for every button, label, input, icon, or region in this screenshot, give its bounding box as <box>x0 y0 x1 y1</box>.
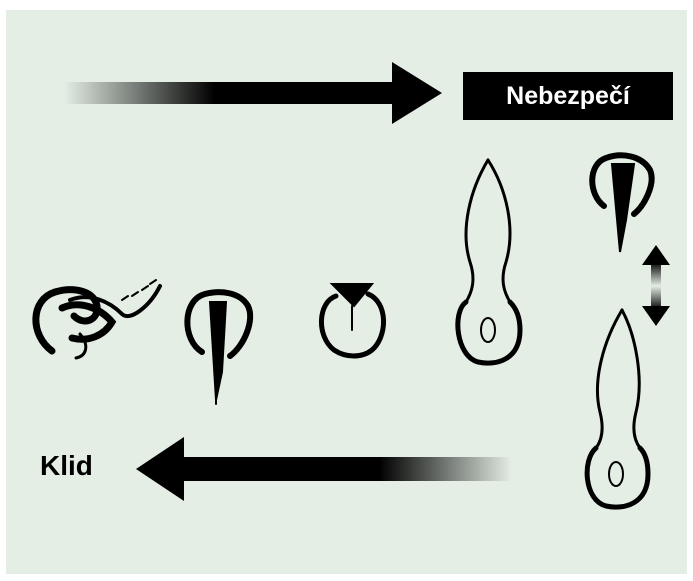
spikelet-curled-icon <box>36 280 160 358</box>
double-vertical-arrow-icon <box>642 245 670 326</box>
spikelet-tall-icon <box>458 160 520 363</box>
gradient-arrow-left-icon <box>136 437 512 501</box>
calm-label: Klid <box>40 450 93 482</box>
gradient-arrow-right-icon <box>64 62 442 124</box>
danger-label: Nebezpečí <box>463 72 673 120</box>
spikelet-pointed-icon <box>592 155 651 252</box>
spikelet-opening-icon <box>321 284 383 356</box>
spikelet-closed-icon <box>187 292 250 404</box>
spikelet-tall-lower-icon <box>587 310 648 507</box>
